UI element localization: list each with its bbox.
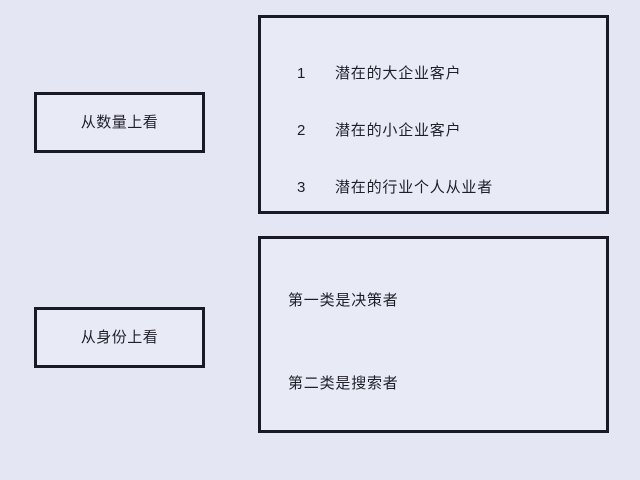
content-box-identity[interactable]: 第一类是决策者 第二类是搜索者 <box>258 236 609 433</box>
list-item-index: 3 <box>297 179 306 196</box>
list-item-label: 潜在的小企业客户 <box>335 122 462 139</box>
label-box-identity-text: 从身份上看 <box>80 328 159 346</box>
label-box-identity[interactable]: 从身份上看 <box>34 307 205 368</box>
list-item-label: 潜在的大企业客户 <box>335 65 462 82</box>
list-item-index: 1 <box>297 65 306 82</box>
label-box-quantity[interactable]: 从数量上看 <box>34 92 205 153</box>
list-item-label: 潜在的行业个人从业者 <box>335 179 494 196</box>
label-box-quantity-text: 从数量上看 <box>80 113 159 131</box>
list-item[interactable]: 第一类是决策者 <box>288 292 399 309</box>
list-item[interactable]: 1 潜在的大企业客户 <box>297 66 461 81</box>
numbered-list: 1 潜在的大企业客户 2 潜在的小企业客户 3 潜在的行业个人从业者 <box>261 18 606 211</box>
content-box-quantity[interactable]: 1 潜在的大企业客户 2 潜在的小企业客户 3 潜在的行业个人从业者 <box>258 15 609 214</box>
list-item[interactable]: 2 潜在的小企业客户 <box>297 123 461 138</box>
list-item[interactable]: 3 潜在的行业个人从业者 <box>297 180 493 195</box>
list-item[interactable]: 第二类是搜索者 <box>288 375 399 392</box>
list-item-index: 2 <box>297 122 306 139</box>
